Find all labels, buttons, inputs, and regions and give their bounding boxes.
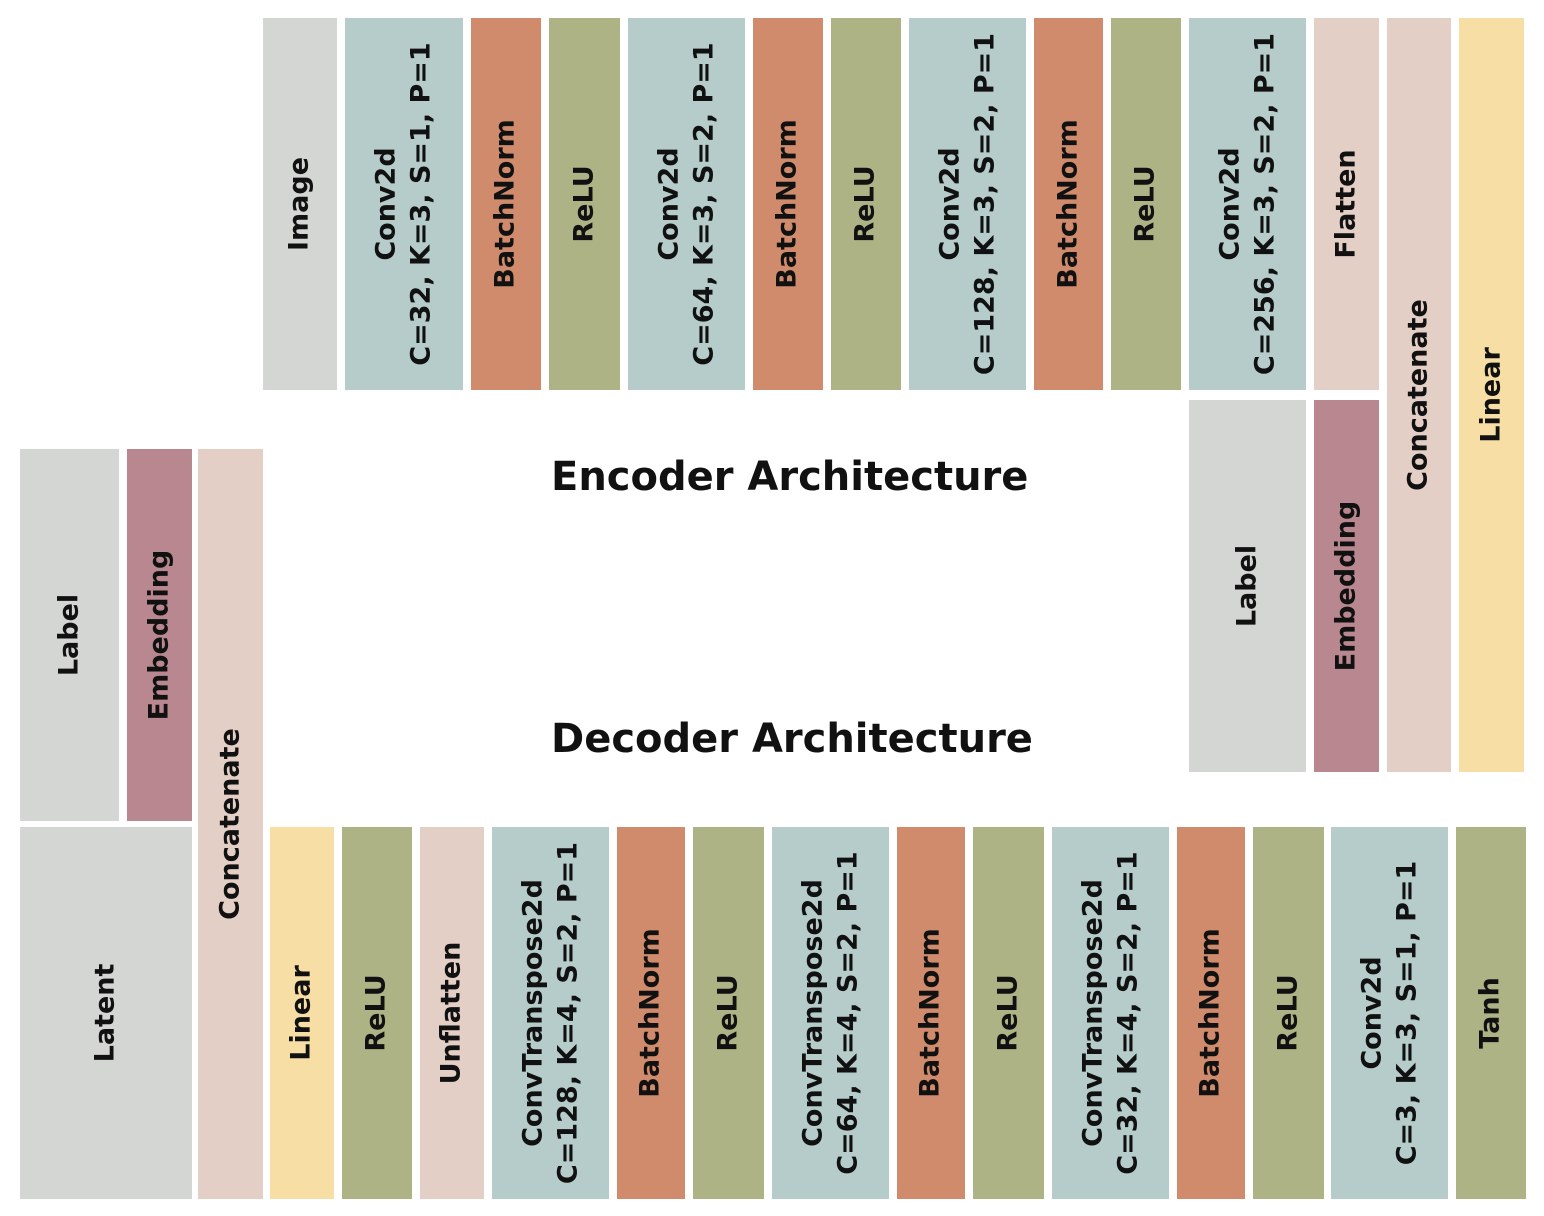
enc-flatten-label: Flatten xyxy=(1330,149,1362,259)
dec-relu4-block: ReLU xyxy=(1253,827,1324,1199)
dec-batchnorm2-block: BatchNorm xyxy=(897,827,965,1199)
enc-concatenate-label: Concatenate xyxy=(1402,299,1434,491)
enc-linear-block: Linear xyxy=(1459,18,1524,772)
dec-relu3-label: ReLU xyxy=(992,974,1024,1052)
enc-label-block: Label xyxy=(1189,400,1306,772)
encoder-title: Encoder Architecture xyxy=(551,454,1029,500)
dec-relu1-block: ReLU xyxy=(342,827,412,1199)
dec-unflatten-label: Unflatten xyxy=(435,941,467,1085)
enc-flatten-block: Flatten xyxy=(1314,18,1379,390)
enc-relu1-block: ReLU xyxy=(549,18,620,390)
dec-linear-label: Linear xyxy=(285,965,317,1061)
dec-unflatten-block: Unflatten xyxy=(420,827,484,1199)
enc-batchnorm3-label: BatchNorm xyxy=(1052,119,1084,289)
enc-embedding-block: Embedding xyxy=(1314,400,1379,772)
dec-batchnorm3-label: BatchNorm xyxy=(1194,928,1226,1098)
decoder-title: Decoder Architecture xyxy=(551,716,1033,762)
dec-batchnorm3-block: BatchNorm xyxy=(1177,827,1245,1199)
enc-batchnorm2-block: BatchNorm xyxy=(753,18,823,390)
dec-concatenate-label: Concatenate xyxy=(214,728,246,920)
dec-relu4-label: ReLU xyxy=(1272,974,1304,1052)
dec-batchnorm2-label: BatchNorm xyxy=(914,928,946,1098)
dec-latent-label: Latent xyxy=(89,963,121,1063)
dec-concatenate-block: Concatenate xyxy=(198,449,263,1199)
enc-linear-label: Linear xyxy=(1475,347,1507,443)
dec-tanh-label: Tanh xyxy=(1474,977,1506,1049)
enc-image-label: Image xyxy=(283,156,315,252)
dec-label-block: Label xyxy=(20,449,119,821)
enc-label-label: Label xyxy=(1231,544,1263,628)
enc-batchnorm2-label: BatchNorm xyxy=(771,119,803,289)
dec-embedding-label: Embedding xyxy=(143,549,175,721)
dec-relu3-block: ReLU xyxy=(973,827,1044,1199)
enc-concatenate-block: Concatenate xyxy=(1387,18,1451,772)
dec-tanh-block: Tanh xyxy=(1456,827,1526,1199)
dec-batchnorm1-label: BatchNorm xyxy=(634,928,666,1098)
enc-relu1-label: ReLU xyxy=(568,165,600,243)
enc-relu2-label: ReLU xyxy=(849,165,881,243)
enc-relu3-block: ReLU xyxy=(1111,18,1181,390)
enc-relu2-block: ReLU xyxy=(831,18,901,390)
enc-embedding-label: Embedding xyxy=(1330,500,1362,672)
dec-latent-block: Latent xyxy=(20,827,192,1199)
dec-batchnorm1-block: BatchNorm xyxy=(617,827,685,1199)
dec-embedding-block: Embedding xyxy=(127,449,192,821)
enc-batchnorm1-block: BatchNorm xyxy=(471,18,541,390)
dec-relu2-block: ReLU xyxy=(693,827,764,1199)
enc-batchnorm3-block: BatchNorm xyxy=(1034,18,1103,390)
dec-relu1-label: ReLU xyxy=(360,974,392,1052)
enc-batchnorm1-label: BatchNorm xyxy=(489,119,521,289)
dec-linear-block: Linear xyxy=(270,827,334,1199)
enc-relu3-label: ReLU xyxy=(1129,165,1161,243)
enc-image-block: Image xyxy=(263,18,337,390)
dec-label-label: Label xyxy=(53,593,85,677)
dec-relu2-label: ReLU xyxy=(712,974,744,1052)
